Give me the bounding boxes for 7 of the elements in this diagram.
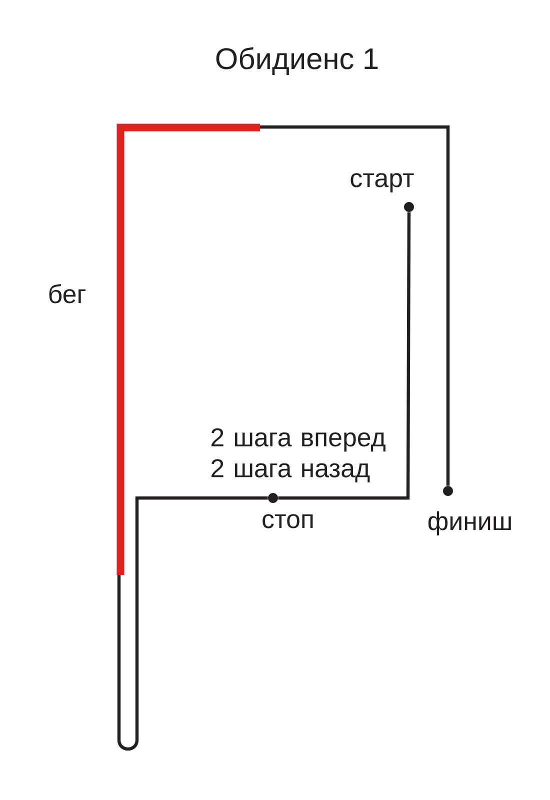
route-line bbox=[278, 212, 411, 500]
title: Обидиенс 1 bbox=[216, 47, 378, 75]
point-label: старт bbox=[350, 173, 414, 192]
route-label: 2 шага вперед 2 шага назад bbox=[212, 428, 386, 482]
point-label: финиш bbox=[428, 511, 511, 536]
route-label: бег bbox=[49, 284, 86, 304]
point-label: стоп bbox=[262, 514, 313, 528]
